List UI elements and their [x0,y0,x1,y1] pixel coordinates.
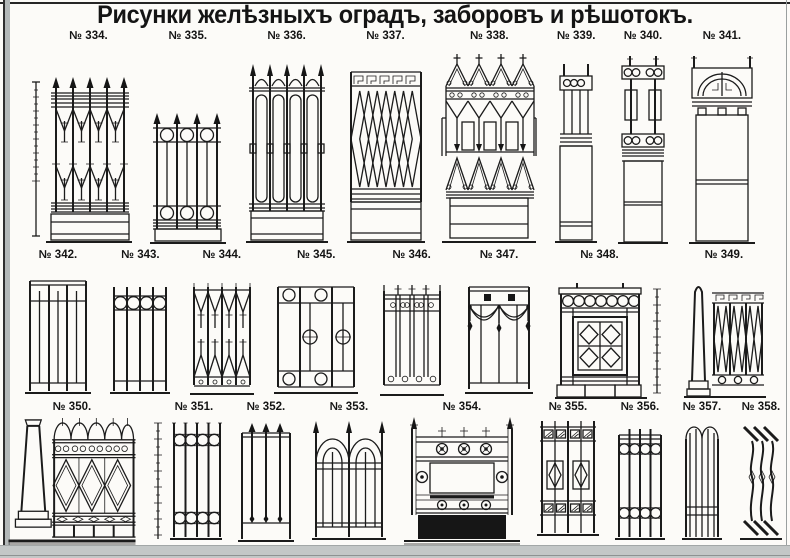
scan-edge-bottom [0,545,790,558]
fence-drawing-350 [8,417,136,545]
figure-label: № 334. [69,30,108,42]
figure-353: № 353. [310,401,388,545]
gate-drawing-353 [312,421,386,540]
fence-drawing-337 [346,71,425,243]
figure-label: № 358. [741,401,781,413]
figure-label: № 355. [548,401,588,413]
fence-drawing-334 [32,77,132,243]
figure-label: № 337. [366,30,405,42]
fence-drawing-354 [404,417,520,545]
figure-345: № 345. [272,249,360,399]
figure-334: № 334. [28,30,133,244]
grille-drawing-355 [537,421,599,536]
grille-drawing-352 [238,423,294,542]
figure-337: № 337. [345,30,427,244]
page-border-top [0,2,790,4]
page-border-right [786,0,787,558]
grille-drawing-344 [189,283,254,395]
figure-346: № 346. [378,249,446,399]
figure-label: № 350. [52,401,92,413]
figure-347: № 347. [463,249,535,399]
figure-350: № 350. [8,401,136,545]
figure-344: № 344. [189,249,255,399]
scan-edge-left [5,0,10,558]
figure-label: № 352. [246,401,286,413]
grille-drawing-342 [25,280,91,394]
grille-drawing-356 [615,429,665,540]
gate-drawing-357 [682,426,722,540]
figure-label: № 342. [38,249,78,261]
figure-355: № 355. [536,401,600,545]
figure-label: № 351. [174,401,214,413]
figure-348: № 348. [553,249,665,399]
figure-351: № 351. [150,401,222,545]
figure-349: № 349. [682,249,766,399]
figure-label: № 344. [202,249,242,261]
figure-label: № 348. [580,249,619,261]
figure-356: № 356. [614,401,666,545]
figure-338: № 338. [440,30,538,244]
figure-357: № 357. [680,401,724,545]
figure-335: № 335. [147,30,229,244]
figure-label: № 343. [121,249,160,261]
fence-drawing-335 [149,113,226,244]
figure-label: № 356. [620,401,660,413]
figure-341: № 341. [686,30,758,244]
fence-drawing-338 [441,54,538,243]
figure-352: № 352. [236,401,296,545]
figure-label: № 353. [329,401,369,413]
pillar-drawing-341 [688,56,755,244]
pillar-drawing-339 [555,64,598,243]
figure-label: № 346. [392,249,431,261]
figure-label: № 341. [702,30,742,42]
scale-ruler [652,288,661,394]
grille-drawing-343 [110,287,171,394]
grille-drawing-345 [274,286,359,394]
pillar-drawing-340 [618,56,669,244]
figure-342: № 342. [24,249,92,399]
scale-ruler [154,422,162,539]
figure-label: № 340. [623,30,663,42]
figure-label: № 345. [297,249,336,261]
figure-row-1: № 334. № 335 [28,30,758,244]
figure-row-2: № 342. № 343. № 344. [24,249,766,399]
grille-drawing-347 [465,286,534,394]
fence-drawing-336 [245,64,328,243]
parapet-drawing-348 [554,283,661,399]
figure-label: № 339. [557,30,596,42]
grille-drawing-351 [154,422,222,540]
grille-drawing-358 [740,425,782,540]
figure-354: № 354. [402,401,522,545]
figure-336: № 336. [243,30,331,244]
figure-339: № 339. [552,30,600,244]
fence-drawing-349 [683,286,766,398]
scale-ruler [32,81,40,237]
page-border-left [3,0,5,558]
figure-343: № 343. [109,249,171,399]
figure-358: № 358. [738,401,784,545]
figure-label: № 354. [442,401,482,413]
figure-label: № 336. [267,30,306,42]
page-border-bottom [0,555,790,556]
figure-label: № 349. [704,249,744,261]
figure-label: № 347. [479,249,519,261]
page-title: Рисунки желѣзныхъ оградъ, заборовъ и рѣш… [97,1,693,29]
figure-label: № 338. [470,30,509,42]
grille-drawing-346 [379,285,444,396]
figure-label: № 357. [682,401,722,413]
figure-340: № 340. [614,30,672,244]
figure-label: № 335. [168,30,208,42]
figure-row-3: № 350. № 351. [8,401,784,545]
